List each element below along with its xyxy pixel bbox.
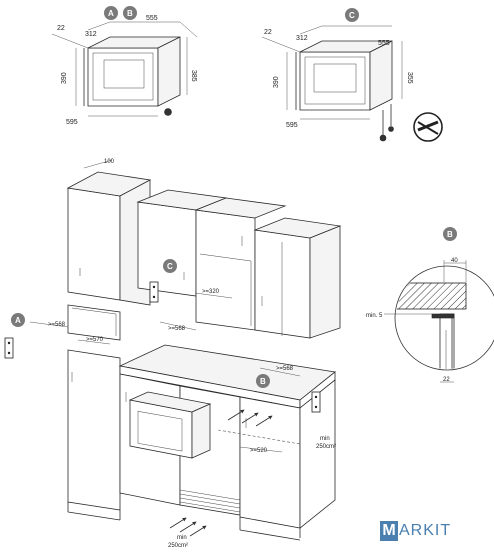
brand-logo: M ARKIT <box>380 520 476 542</box>
svg-text:B: B <box>260 377 266 386</box>
detail-b: 40 min. 5 22 B <box>366 227 494 383</box>
detail-dim-40: 40 <box>451 258 458 264</box>
dim-595: 595 <box>66 119 78 126</box>
badge-c-top: C <box>345 8 359 22</box>
dim-22: 22 <box>57 25 65 32</box>
oven-diagram-ab: 22 312 555 390 385 595 A B <box>51 6 198 126</box>
dim-390: 390 <box>61 72 68 84</box>
badge-c-kitchen: C <box>163 259 177 273</box>
kitchen-drawing: 100 >=320 >=568 >=568 >=570 >=568 >=520 … <box>4 159 342 549</box>
dim-320: >=320 <box>202 289 220 295</box>
dim-568-c: >=568 <box>168 326 186 332</box>
dim-312: 312 <box>85 31 97 38</box>
svg-text:C: C <box>349 11 355 20</box>
badge-a-kitchen: A <box>11 313 25 327</box>
vent-bottom-min: min <box>177 535 187 541</box>
bracket-a-icon <box>4 337 14 359</box>
detail-dim-22: 22 <box>443 377 450 383</box>
vent-top-min: min <box>320 436 330 442</box>
dim-568-a: >=568 <box>48 322 66 328</box>
vent-top-area: 250cm² <box>316 444 336 450</box>
dim-570: >=570 <box>86 337 104 343</box>
dim-100: 100 <box>104 159 115 165</box>
dim-555-c: 555 <box>378 40 390 47</box>
dim-312-c: 312 <box>296 35 308 42</box>
badge-b-kitchen: B <box>256 374 270 388</box>
svg-text:B: B <box>127 9 133 18</box>
dim-520: >=520 <box>250 448 268 454</box>
dim-390-c: 390 <box>273 76 280 88</box>
brand-rest: ARKIT <box>399 522 452 539</box>
vent-bottom-area: 250cm² <box>168 543 188 549</box>
brand-first-letter: M <box>380 521 398 541</box>
svg-text:A: A <box>108 9 114 18</box>
bracket-b-icon <box>311 391 321 413</box>
dim-595-c: 595 <box>286 122 298 129</box>
svg-text:C: C <box>167 262 173 271</box>
dim-555: 555 <box>146 15 158 22</box>
dim-22-c: 22 <box>264 29 272 36</box>
oven-diagram-c: 22 312 555 390 355 595 C <box>261 8 443 142</box>
badge-b-top: B <box>123 6 137 20</box>
svg-text:B: B <box>447 230 453 239</box>
badge-a-top: A <box>104 6 118 20</box>
dim-568-b: >=568 <box>276 366 294 372</box>
detail-min5: min. 5 <box>366 313 383 319</box>
bracket-c-icon <box>149 281 159 303</box>
svg-text:A: A <box>15 316 21 325</box>
dim-385: 385 <box>190 70 197 82</box>
badge-b-detail: B <box>443 227 457 241</box>
dim-355-c: 355 <box>406 72 413 84</box>
